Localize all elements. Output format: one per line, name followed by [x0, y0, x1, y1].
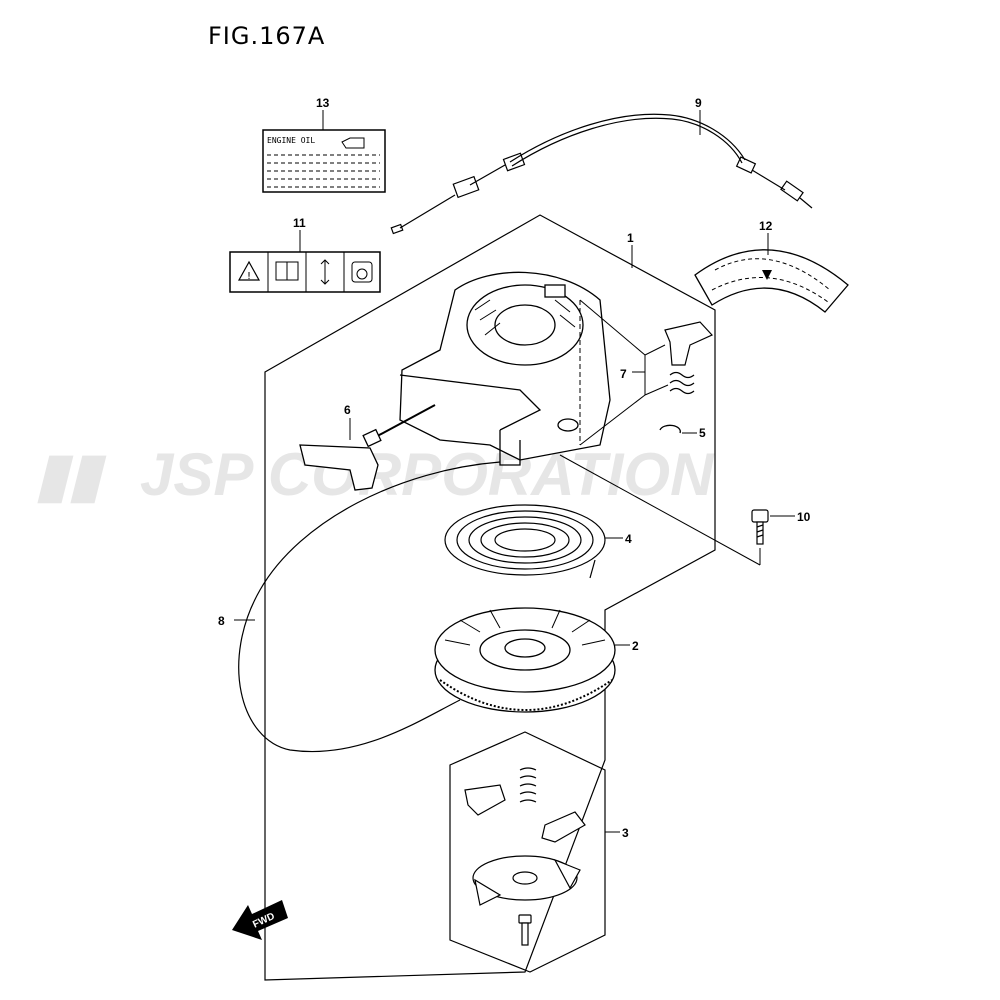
part-13-engine-oil-label: ENGINE OIL	[262, 129, 386, 193]
callout-8: 8	[218, 614, 225, 628]
assembly-outline	[264, 214, 716, 981]
oil-can-icon	[341, 137, 365, 149]
part-8-starter-rope	[238, 461, 501, 753]
callout-7: 7	[620, 367, 627, 381]
callout-6: 6	[344, 403, 351, 417]
watermark-logo: ▮▮	[35, 441, 107, 508]
part-5-clip	[659, 424, 681, 434]
fwd-arrow-icon: FWD	[232, 900, 288, 940]
recoil-housing	[399, 271, 611, 466]
part-4-recoil-spring	[444, 504, 606, 579]
part-2-reel	[434, 607, 616, 713]
part-7-lever	[664, 321, 714, 395]
callout-9: 9	[695, 96, 702, 110]
part-9-cable	[390, 113, 813, 235]
part-3-ratchet-set	[464, 767, 586, 946]
callout-10: 10	[797, 510, 811, 524]
part-11-warning-label: !	[229, 251, 381, 293]
callout-4: 4	[625, 532, 632, 546]
lanyard-icon	[351, 261, 373, 283]
engine-oil-text: ENGINE OIL	[267, 136, 315, 145]
callout-13: 13	[316, 96, 330, 110]
part-12-arc-label	[694, 249, 849, 313]
callout-1: 1	[627, 231, 634, 245]
part-6-starter-handle	[299, 404, 436, 491]
svg-text:!: !	[247, 271, 251, 282]
warning-triangle-icon	[237, 260, 261, 281]
up-down-arrow-icon	[320, 259, 330, 285]
callout-12: 12	[759, 219, 773, 233]
watermark: ▮▮ JSP CORPORATION	[35, 441, 715, 508]
subassembly-outline-3	[449, 731, 606, 973]
figure-title: FIG.167A	[208, 22, 326, 50]
callout-5: 5	[699, 426, 706, 440]
part-10-bolt	[751, 509, 769, 545]
callout-2: 2	[632, 639, 639, 653]
callout-3: 3	[622, 826, 629, 840]
callout-11: 11	[293, 216, 306, 230]
